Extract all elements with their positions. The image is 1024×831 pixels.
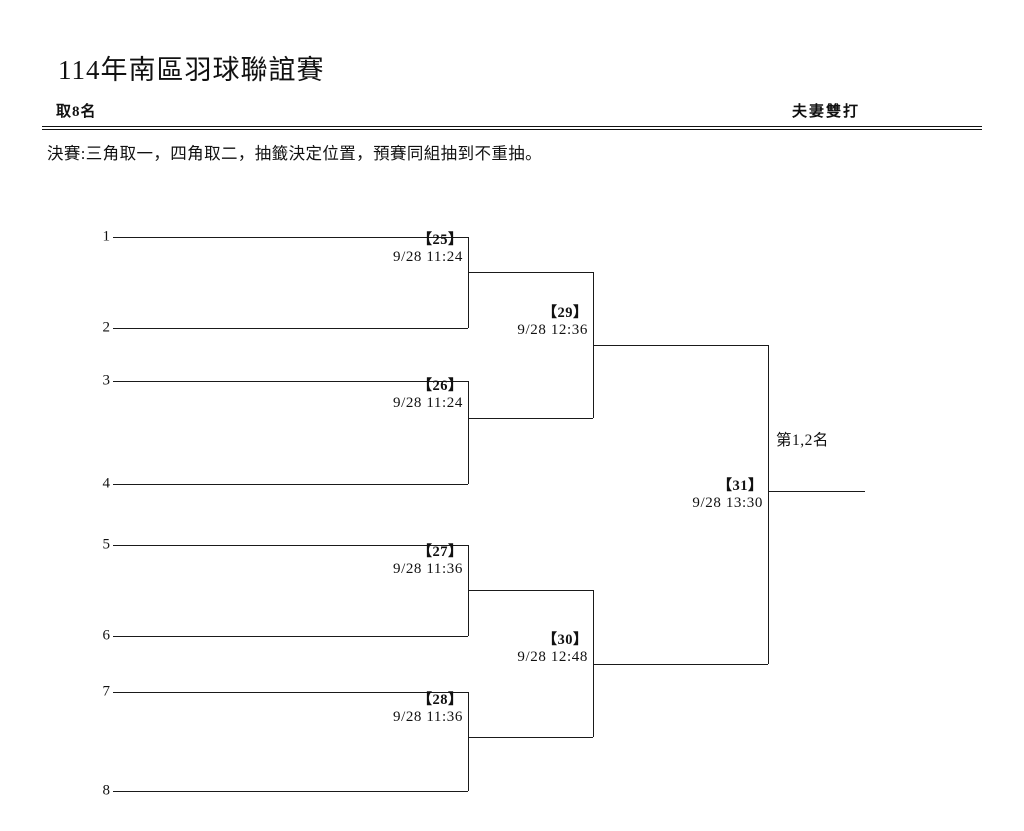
match-label-28: 【28】 9/28 11:36 xyxy=(308,692,463,727)
advance-line-25 xyxy=(468,272,593,273)
event-category-label: 夫妻雙打 xyxy=(791,104,860,120)
advance-line-30 xyxy=(593,664,768,665)
seed-line-1 xyxy=(113,237,468,238)
match-time-31: 9/28 13:30 xyxy=(692,495,763,512)
qualification-count-label: 取8名 xyxy=(56,104,97,120)
seed-line-6 xyxy=(113,636,468,637)
champion-line xyxy=(768,491,865,492)
seed-label-7: 7 xyxy=(102,683,111,700)
advance-line-26 xyxy=(468,418,593,419)
seed-line-2 xyxy=(113,328,468,329)
match-label-26: 【26】 9/28 11:24 xyxy=(308,378,463,413)
match-code-25: 【25】 xyxy=(417,232,463,248)
match-connector-28 xyxy=(468,692,469,791)
match-time-27: 9/28 11:36 xyxy=(392,561,463,578)
match-connector-30 xyxy=(593,590,594,737)
placement-label: 第1,2名 xyxy=(776,432,829,449)
seed-label-5: 5 xyxy=(102,536,111,553)
seed-line-8 xyxy=(113,791,468,792)
match-label-27: 【27】 9/28 11:36 xyxy=(308,544,463,579)
match-time-29: 9/28 12:36 xyxy=(517,322,588,339)
match-connector-26 xyxy=(468,381,469,484)
seed-label-1: 1 xyxy=(102,228,111,245)
match-code-31: 【31】 xyxy=(717,478,763,494)
match-label-29: 【29】 9/28 12:36 xyxy=(433,305,588,340)
match-code-30: 【30】 xyxy=(542,632,588,648)
match-label-30: 【30】 9/28 12:48 xyxy=(433,632,588,667)
advance-line-29 xyxy=(593,345,768,346)
seed-label-6: 6 xyxy=(102,627,111,644)
match-time-26: 9/28 11:24 xyxy=(392,395,463,412)
match-connector-25 xyxy=(468,237,469,328)
seed-line-3 xyxy=(113,381,468,382)
advance-line-27 xyxy=(468,590,593,591)
match-time-30: 9/28 12:48 xyxy=(517,649,588,666)
seed-label-3: 3 xyxy=(102,372,111,389)
match-connector-31 xyxy=(768,345,769,664)
match-time-25: 9/28 11:24 xyxy=(392,249,463,266)
seed-label-8: 8 xyxy=(102,782,111,799)
match-time-28: 9/28 11:36 xyxy=(392,709,463,726)
seed-line-7 xyxy=(113,692,468,693)
seed-label-4: 4 xyxy=(102,475,111,492)
match-label-25: 【25】 9/28 11:24 xyxy=(308,232,463,267)
tournament-rules-note: 決賽:三角取一，四角取二，抽籤決定位置，預賽同組抽到不重抽。 xyxy=(47,144,543,163)
advance-line-28 xyxy=(468,737,593,738)
seed-line-4 xyxy=(113,484,468,485)
match-code-27: 【27】 xyxy=(417,544,463,560)
seed-label-2: 2 xyxy=(102,319,111,336)
match-code-29: 【29】 xyxy=(542,305,588,321)
match-code-26: 【26】 xyxy=(417,378,463,394)
match-label-31: 【31】 9/28 13:30 xyxy=(608,478,763,513)
header-divider xyxy=(42,126,982,130)
match-code-28: 【28】 xyxy=(417,692,463,708)
seed-line-5 xyxy=(113,545,468,546)
page-title: 114年南區羽球聯誼賽 xyxy=(58,55,325,85)
